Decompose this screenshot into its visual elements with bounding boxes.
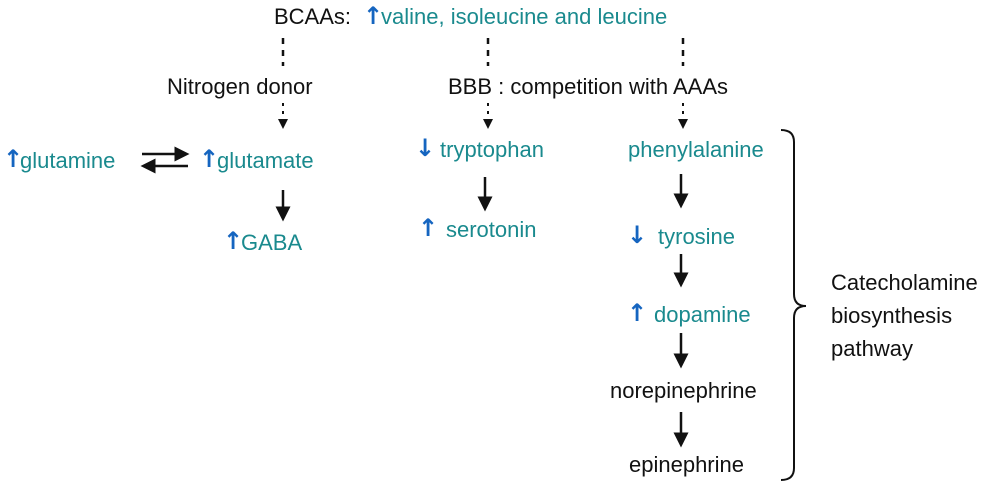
bcaa-amino-acids: valine, isoleucine and leucine (381, 4, 668, 29)
up-arrow-icon: ↑ (223, 227, 244, 255)
serotonin-node: serotonin (446, 217, 537, 242)
bbb-competition-label: BBB : competition with AAAs (448, 74, 729, 99)
epinephrine-node: epinephrine (629, 452, 744, 477)
up-arrow-icon: ↑ (627, 299, 648, 327)
bcaas-prefix: BCAAs: (274, 4, 352, 29)
up-arrow-icon: ↑ (199, 145, 220, 173)
phenylalanine-node: phenylalanine (628, 137, 764, 162)
bracket-label-line2: biosynthesis (831, 303, 953, 328)
down-arrow-icon: ↓ (415, 134, 436, 162)
dopamine-node: dopamine (654, 302, 751, 327)
up-arrow-icon: ↑ (363, 2, 384, 30)
up-arrow-icon: ↑ (418, 214, 439, 242)
up-arrow-icon: ↑ (3, 145, 24, 173)
norepinephrine-node: norepinephrine (610, 378, 757, 403)
down-arrow-icon: ↓ (627, 221, 648, 249)
catecholamine-bracket (780, 129, 807, 481)
glutamate-node: glutamate (217, 148, 314, 173)
glutamine-node: glutamine (20, 148, 116, 173)
bracket-label-line1: Catecholamine (831, 270, 978, 295)
nitrogen-donor-label: Nitrogen donor (167, 74, 313, 99)
gaba-node: GABA (241, 230, 303, 255)
tyrosine-node: tyrosine (658, 224, 736, 249)
tryptophan-node: tryptophan (440, 137, 544, 162)
bracket-label-line3: pathway (831, 336, 913, 361)
